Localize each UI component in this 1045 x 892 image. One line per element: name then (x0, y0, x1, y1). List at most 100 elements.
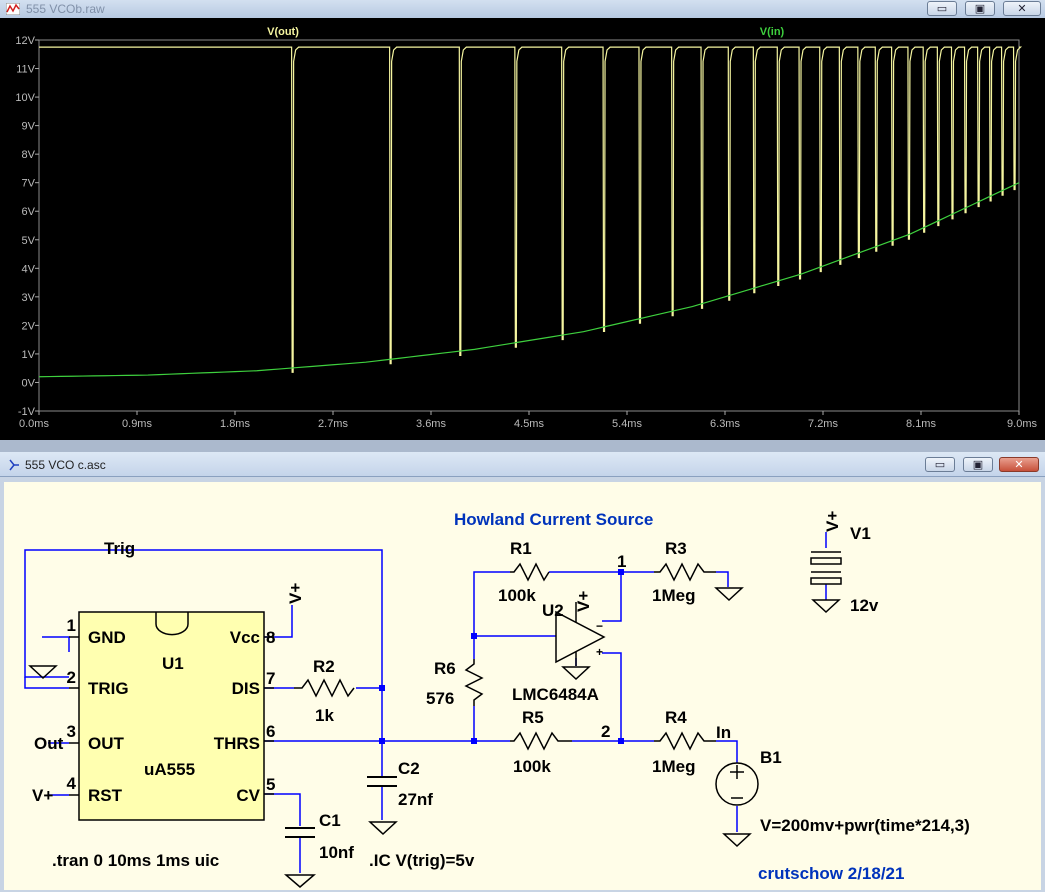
u1-pin-dis: DIS (232, 679, 260, 698)
schematic-canvas[interactable]: GND TRIG OUT RST Vcc DIS THRS CV U1 uA55… (4, 482, 1041, 890)
u1-pin-number-2: 2 (67, 668, 76, 687)
schematic-window-title: 555 VCO c.asc (25, 458, 106, 472)
close-button[interactable]: ✕ (999, 457, 1039, 472)
x-tick-label: 7.2ms (808, 418, 838, 430)
restore-button[interactable]: ▣ (965, 1, 995, 16)
u1-pin-trig: TRIG (88, 679, 129, 698)
u1-555-timer[interactable]: GND TRIG OUT RST Vcc DIS THRS CV U1 uA55… (67, 611, 276, 821)
u2-type: LMC6484A (512, 685, 599, 704)
u1-pin-number-6: 6 (266, 722, 275, 741)
minimize-icon: ▭ (936, 2, 948, 15)
x-tick-label: 8.1ms (906, 418, 936, 430)
c1-value: 10nf (319, 843, 354, 862)
r2-resistor[interactable]: R2 1k (294, 657, 355, 725)
r5-name: R5 (522, 708, 544, 727)
u1-pin-rst: RST (88, 786, 123, 805)
b1-source[interactable]: B1 V=200mv+pwr(time*214,3) (715, 748, 970, 835)
y-tick-label: 11V (16, 64, 35, 76)
tran-directive[interactable]: .tran 0 10ms 1ms uic (52, 851, 219, 870)
u1-pin-number-1: 1 (67, 616, 76, 635)
waveform-app-icon (6, 3, 20, 15)
c2-capacitor[interactable]: C2 27nf (367, 759, 433, 809)
r4-value: 1Meg (652, 757, 695, 776)
legend-vin[interactable]: V(in) (760, 26, 785, 38)
r1-resistor[interactable]: R1 100k (498, 539, 550, 605)
r6-name: R6 (434, 659, 456, 678)
y-tick-label: 12V (15, 35, 35, 47)
x-tick-label: 2.7ms (318, 418, 348, 430)
u1-pin-number-4: 4 (67, 774, 77, 793)
x-tick-label: 6.3ms (710, 418, 740, 430)
waveform-window-title: 555 VCOb.raw (26, 2, 105, 16)
c1-capacitor[interactable]: C1 10nf (285, 811, 354, 862)
x-tick-label: 3.6ms (416, 418, 446, 430)
restore-button[interactable]: ▣ (963, 457, 993, 472)
c2-value: 27nf (398, 790, 433, 809)
x-tick-label: 0.9ms (122, 418, 152, 430)
r5-value: 100k (513, 757, 551, 776)
wires (24, 532, 827, 873)
r3-name: R3 (665, 539, 687, 558)
u2-supply-label: V+ (574, 591, 593, 612)
schematic-window: 555 VCO c.asc ▭ ▣ ✕ (0, 452, 1045, 892)
r3-resistor[interactable]: R3 1Meg (652, 539, 716, 605)
close-button[interactable]: ✕ (1003, 1, 1041, 16)
c1-name: C1 (319, 811, 341, 830)
u1-pin-gnd: GND (88, 628, 126, 647)
ground-symbols (28, 587, 841, 888)
u1-pin-out: OUT (88, 734, 125, 753)
series-vout-line (39, 46, 1023, 373)
x-tick-label: 0.0ms (19, 418, 49, 430)
close-icon: ✕ (1017, 2, 1027, 15)
series-vin-line (38, 182, 1020, 378)
r2-name: R2 (313, 657, 335, 676)
b1-name: B1 (760, 748, 782, 767)
r3-value: 1Meg (652, 586, 695, 605)
u1-pin-number-8: 8 (266, 628, 275, 647)
minimize-button[interactable]: ▭ (927, 1, 957, 16)
v1-name: V1 (850, 524, 871, 543)
y-tick-label: 4V (22, 263, 36, 275)
v1-battery[interactable]: V1 12v V+ (810, 511, 879, 615)
x-tick-label: 1.8ms (220, 418, 250, 430)
x-tick-label: 9.0ms (1007, 418, 1037, 430)
r2-value: 1k (315, 706, 334, 725)
restore-icon: ▣ (972, 458, 984, 471)
schematic-app-icon (9, 459, 19, 471)
y-tick-label: 9V (22, 121, 36, 133)
y-tick-label: 7V (22, 178, 36, 190)
legend-vout[interactable]: V(out) (267, 26, 299, 38)
y-tick-label: 0V (22, 377, 36, 389)
r1-value: 100k (498, 586, 536, 605)
y-tick-label: -1V (18, 406, 36, 418)
r4-resistor[interactable]: R4 1Meg (652, 708, 716, 776)
y-tick-label: 3V (22, 292, 36, 304)
v1-supply-label: V+ (823, 511, 842, 532)
minimize-icon: ▭ (934, 458, 946, 471)
r6-value: 576 (426, 689, 454, 708)
schematic-titlebar[interactable]: 555 VCO c.asc ▭ ▣ ✕ (0, 452, 1045, 477)
minimize-button[interactable]: ▭ (925, 457, 955, 472)
ic-directive[interactable]: .IC V(trig)=5v (369, 851, 475, 870)
u1-pin-vcc: Vcc (230, 628, 260, 647)
v1-value: 12v (850, 596, 879, 615)
u1-pin-cv: CV (236, 786, 260, 805)
r5-resistor[interactable]: R5 100k (510, 708, 572, 776)
net-label-vplus: V+ (32, 786, 53, 805)
x-tick-label: 4.5ms (514, 418, 544, 430)
x-tick-label: 5.4ms (612, 418, 642, 430)
u1-pin-number-3: 3 (67, 722, 76, 741)
u2-plus-sign: + (596, 645, 603, 659)
r6-resistor[interactable]: R6 576 (426, 659, 484, 708)
u1-pin-number-7: 7 (266, 669, 275, 688)
u2-name: U2 (542, 601, 564, 620)
node-label-2: 2 (601, 722, 610, 741)
waveform-titlebar[interactable]: 555 VCOb.raw ▭ ▣ ✕ (0, 0, 1045, 19)
plot-series (38, 46, 1023, 378)
c2-name: C2 (398, 759, 420, 778)
u2-opamp[interactable]: − + U2 LMC6484A V+ (512, 591, 606, 704)
restore-icon: ▣ (974, 2, 986, 15)
net-label-trig: Trig (104, 539, 135, 558)
